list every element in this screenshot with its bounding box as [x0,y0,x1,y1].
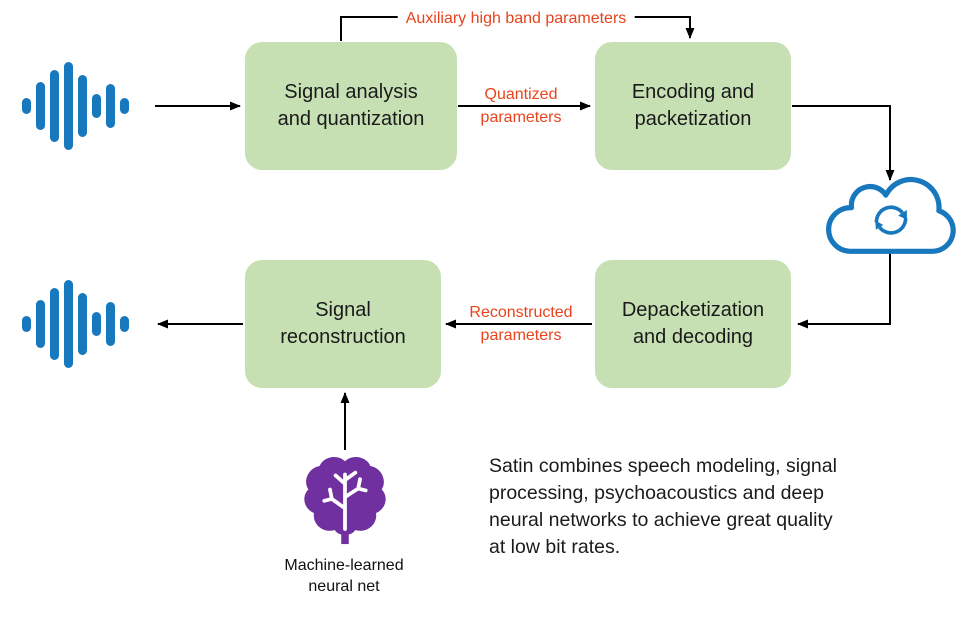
waveform-bar [35,300,45,348]
waveform-bar [35,82,45,130]
sync-arrowhead-bottom [875,220,884,230]
cloud-outline [826,177,956,254]
waveform-bar [77,293,87,355]
cloud-sync-icon [826,177,956,254]
waveform-bar [63,280,73,368]
brain-stem [341,529,349,545]
waveform-bar [119,316,129,332]
waveform-bar [91,94,101,118]
waveform-bar [91,312,101,336]
encoding-packetization-box: Encoding and packetization [595,42,791,170]
sync-arrowhead-top [898,210,907,220]
brain-branches [322,470,368,531]
waveform-bar [21,98,31,114]
depacketization-decoding-box: Depacketization and decoding [595,260,791,388]
satin-description-text: Satin combines speech modeling, signal p… [489,455,837,558]
waveform-bar [49,70,59,142]
waveform-bar [119,98,129,114]
waveform-bar [105,84,115,128]
reconstructed-parameters-label: Reconstructed parameters [469,304,573,344]
neural-net-brain-icon [304,457,386,545]
waveform-bar [63,62,73,150]
waveform-bar [105,302,115,346]
signal-reconstruction-box: Signal reconstruction [245,260,441,388]
waveform-bar [77,75,87,137]
auxiliary-parameters-label: Auxiliary high band parameters [397,7,635,30]
waveform-bar [49,288,59,360]
sync-arrow-top [874,205,904,223]
output-audio-waveform-icon [10,280,140,368]
sync-arrow-bottom [878,217,908,235]
quantized-parameters-label: Quantized parameters [480,86,562,126]
waveform-bar [21,316,31,332]
input-audio-waveform-icon [10,62,140,150]
signal-analysis-box: Signal analysis and quantization [245,42,457,170]
neural-net-caption: Machine-learned neural net [284,557,404,595]
